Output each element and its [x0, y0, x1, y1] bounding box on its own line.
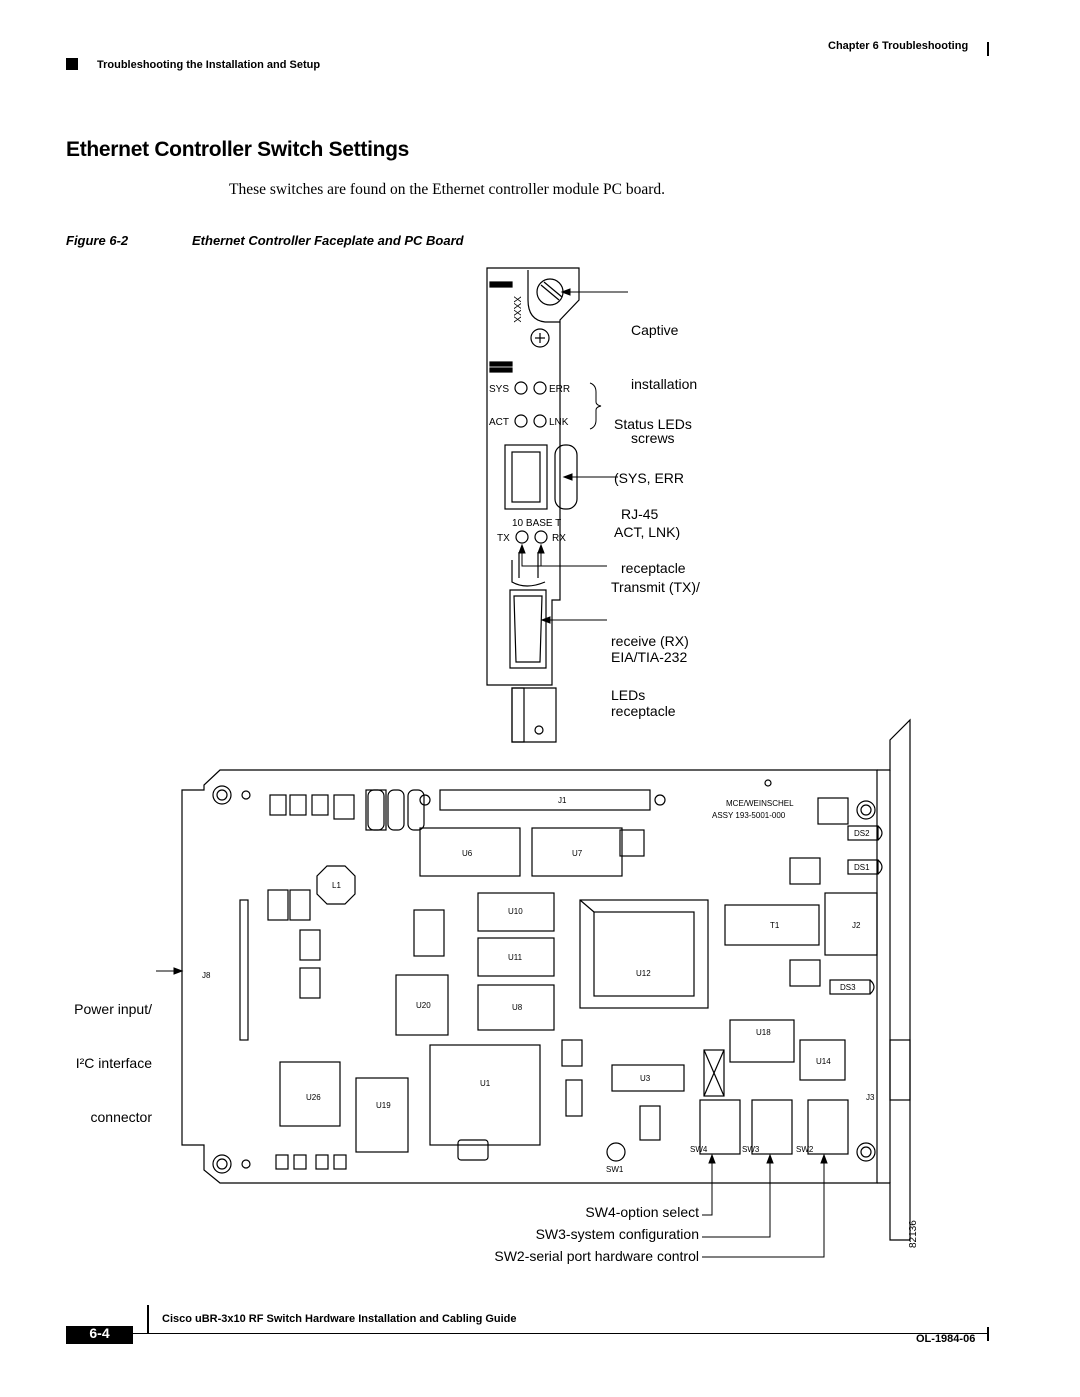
- faceplate-text: XXXX SYS ERR ACT LNK 10 BASE T TX RX: [489, 296, 570, 544]
- board-label-sw2: SW2: [796, 1145, 814, 1154]
- page-title: Ethernet Controller Switch Settings: [66, 138, 410, 161]
- callout-txrx-line2: receive (RX): [611, 633, 689, 649]
- footer-doc-number: OL-1984-06: [916, 1333, 976, 1345]
- callout-status-leds: Status LEDs (SYS, ERR ACT, LNK): [614, 379, 692, 559]
- board-label-l1: L1: [332, 881, 341, 890]
- board-label-assy-no: ASSY 193-5001-000: [712, 811, 786, 820]
- footer-rule: [133, 1333, 989, 1334]
- callout-power-line1: Power input/: [74, 1001, 152, 1017]
- board-label-ds1: DS1: [854, 863, 870, 872]
- callout-captive-screws: Captive installation screws: [631, 285, 697, 465]
- board-label-sw3: SW3: [742, 1145, 760, 1154]
- board-label-u11: U11: [508, 953, 523, 962]
- callout-eia: EIA/TIA-232 receptacle: [611, 612, 687, 738]
- callout-sw2: SW2-serial port hardware control: [494, 1248, 699, 1264]
- board-label-assy: MCE/WEINSCHEL: [726, 799, 794, 808]
- faceplate-tx: TX: [497, 533, 510, 544]
- callout-rj45: RJ-45 receptacle: [621, 469, 686, 595]
- board-label-u10: U10: [508, 907, 523, 916]
- callout-captive-line1: Captive: [631, 322, 679, 338]
- board-label-j1: J1: [558, 796, 567, 805]
- footer-page-tab: [66, 1326, 133, 1344]
- callout-rj45-line1: RJ-45: [621, 506, 659, 522]
- callout-captive-line3: screws: [631, 430, 675, 446]
- figure-number: Figure 6-2: [66, 233, 129, 248]
- footer-left-marker: [147, 1305, 149, 1333]
- board-label-u26: U26: [306, 1093, 321, 1102]
- header-chapter-title: Troubleshooting: [882, 40, 969, 52]
- callout-eia-line1: EIA/TIA-232: [611, 649, 688, 665]
- callout-eia-line2: receptacle: [611, 703, 676, 719]
- pc-board: [181, 718, 911, 1241]
- board-label-u7: U7: [572, 849, 583, 858]
- board-label-u3: U3: [640, 1074, 651, 1083]
- board-label-ds3: DS3: [840, 983, 856, 992]
- faceplate-leaders: [518, 288, 628, 624]
- callout-captive-line2: installation: [631, 376, 698, 392]
- figure-caption: Ethernet Controller Faceplate and PC Boa…: [192, 233, 464, 248]
- figure-id: 82136: [908, 1220, 919, 1248]
- footer-page-number: 6-4: [89, 1325, 110, 1341]
- intro-paragraph: These switches are found on the Ethernet…: [229, 181, 666, 198]
- board-label-u18: U18: [756, 1028, 771, 1037]
- callout-txrx-line3: LEDs: [611, 687, 646, 703]
- board-label-sw1: SW1: [606, 1165, 624, 1174]
- footer-right-bar: [987, 1327, 989, 1341]
- board-label-u12: U12: [636, 969, 651, 978]
- header-section: Troubleshooting the Installation and Set…: [97, 59, 321, 71]
- faceplate-act: ACT: [489, 417, 509, 428]
- faceplate-lnk: LNK: [549, 417, 569, 428]
- callout-sw3: SW3-system configuration: [535, 1226, 699, 1242]
- callout-sw4: SW4-option select: [585, 1204, 699, 1220]
- header-rule-marker: [66, 58, 78, 70]
- board-label-j8: J8: [202, 971, 211, 980]
- callout-power-line3: connector: [90, 1109, 152, 1125]
- callout-status-line1: Status LEDs: [614, 416, 692, 432]
- faceplate-10baset: 10 BASE T: [512, 518, 561, 529]
- board-label-j3: J3: [866, 1093, 875, 1102]
- board-label-u19: U19: [376, 1101, 391, 1110]
- faceplate-part-mark: XXXX: [511, 296, 522, 323]
- faceplate: [486, 267, 580, 743]
- faceplate-err: ERR: [549, 384, 570, 395]
- faceplate-rx: RX: [552, 533, 566, 544]
- callout-status-line2: (SYS, ERR: [614, 470, 685, 486]
- board-label-u1: U1: [480, 1079, 491, 1088]
- board-label-u14: U14: [816, 1057, 831, 1066]
- faceplate-sys: SYS: [489, 384, 509, 395]
- board-leaders: [156, 967, 828, 1258]
- board-label-sw4: SW4: [690, 1145, 708, 1154]
- callout-status-line3: ACT, LNK): [614, 524, 681, 540]
- board-label-u6: U6: [462, 849, 473, 858]
- board-labels: J1 MCE/WEINSCHEL ASSY 193-5001-000 U12 U…: [202, 796, 875, 1174]
- callout-rj45-line2: receptacle: [621, 560, 686, 576]
- board-label-u8: U8: [512, 1003, 523, 1012]
- header-right-bar: [987, 42, 989, 56]
- callout-power-input: Power input/ I²C interface connector: [40, 964, 152, 1144]
- board-label-t1: T1: [770, 921, 780, 930]
- board-label-j2: J2: [852, 921, 861, 930]
- callout-txrx-line1: Transmit (TX)/: [611, 579, 700, 595]
- board-label-ds2: DS2: [854, 829, 870, 838]
- callout-power-line2: I²C interface: [75, 1055, 152, 1071]
- callout-txrx-leds: Transmit (TX)/ receive (RX) LEDs: [611, 542, 700, 722]
- board-label-u20: U20: [416, 1001, 431, 1010]
- header-chapter: Chapter 6: [828, 40, 879, 52]
- footer-guide-title: Cisco uBR-3x10 RF Switch Hardware Instal…: [162, 1313, 517, 1325]
